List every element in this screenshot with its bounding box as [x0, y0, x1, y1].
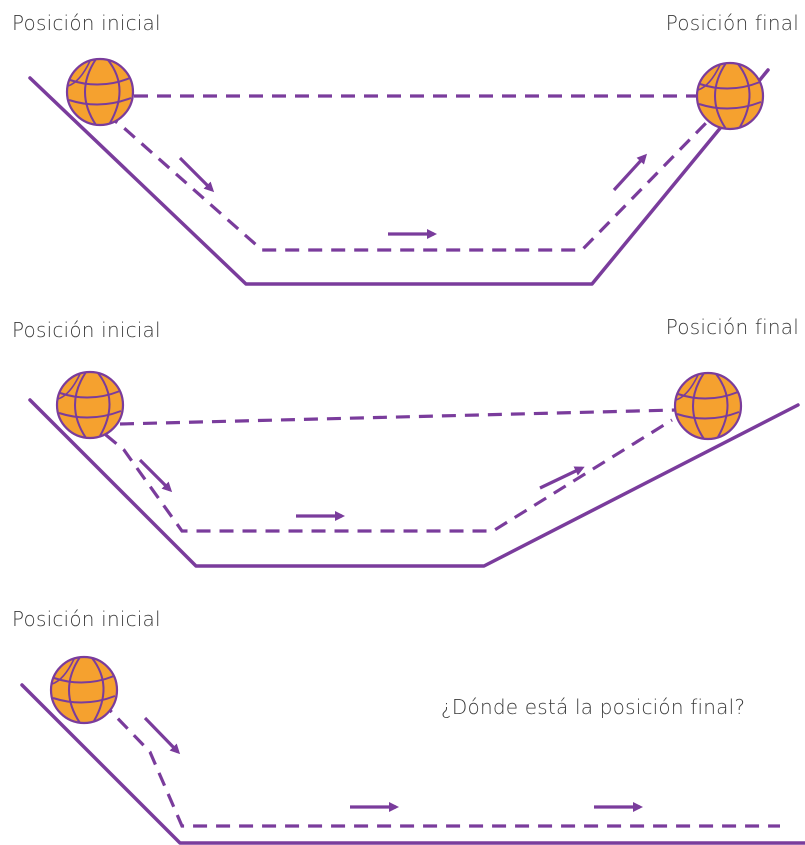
panel2-gentle-ramp	[28, 370, 800, 568]
panel3-track	[20, 683, 805, 845]
panel1-final-position-label: Posición final	[665, 11, 799, 35]
basketball-icon	[695, 61, 765, 131]
panel2-ball-path	[86, 418, 673, 533]
panel3-arrow-down-slope	[143, 716, 181, 755]
basketball-icon	[49, 655, 119, 725]
panel3-initial-position-label: Posición inicial	[12, 607, 161, 631]
panel3-final-position-question: ¿Dónde está la posición final?	[441, 695, 746, 719]
panel1-arrow-up-slope	[612, 153, 648, 192]
panel2-arrow-up-slope	[539, 466, 585, 490]
panel2-final-position-label: Posición final	[665, 315, 799, 339]
panel2-initial-position-label: Posición inicial	[12, 318, 161, 342]
panel1-arrow-down-slope	[178, 156, 215, 193]
panel2-height-reference-line	[119, 408, 677, 426]
panel1-track	[28, 68, 770, 286]
panel1-initial-position-label: Posición inicial	[12, 11, 161, 35]
basketball-icon	[673, 371, 743, 441]
basketball-icon	[65, 57, 135, 127]
panel3-flat-continuation	[20, 655, 805, 845]
panel2-arrow-down-slope	[138, 458, 173, 493]
panel2-track	[28, 398, 800, 568]
panel1-symmetric-ramp	[28, 57, 770, 286]
basketball-icon	[55, 370, 125, 440]
panel3-ball-path	[100, 700, 780, 828]
